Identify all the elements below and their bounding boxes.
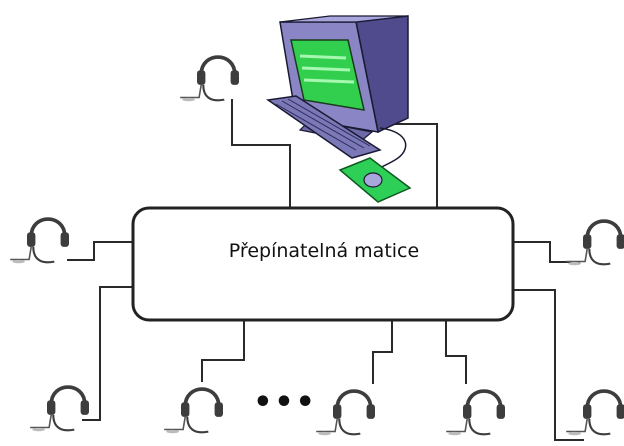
monitor-top bbox=[279, 15, 409, 23]
connector-bottom-right bbox=[513, 289, 584, 441]
keyboard bbox=[265, 95, 382, 159]
switch-matrix-label: Přepínatelná matice bbox=[229, 240, 419, 262]
headset-top-left-icon bbox=[178, 55, 241, 104]
computer-icon bbox=[265, 15, 412, 203]
connector-top-left-headset bbox=[231, 99, 291, 208]
headset-bottom-4-icon bbox=[444, 389, 507, 438]
connector-computer bbox=[390, 123, 438, 208]
mouse bbox=[363, 172, 383, 188]
more-headsets-ellipsis: ••• bbox=[253, 385, 317, 420]
connector-bottom-3 bbox=[372, 320, 393, 384]
connector-left-headset bbox=[67, 241, 134, 261]
headset-right-middle-icon bbox=[564, 219, 624, 268]
switch-matrix-shape bbox=[131, 206, 515, 322]
keyboard-keys bbox=[275, 98, 371, 151]
headset-left-middle-icon bbox=[8, 217, 71, 266]
headset-bottom-1-icon bbox=[28, 385, 91, 434]
switch-matrix-box: Přepínatelná matice bbox=[131, 206, 515, 322]
connector-bottom-4 bbox=[445, 320, 467, 384]
headset-bottom-right-icon bbox=[564, 389, 624, 438]
screen-scanlines bbox=[299, 54, 355, 84]
connector-bottom-2 bbox=[201, 320, 245, 382]
connection-lines bbox=[67, 99, 584, 441]
headset-bottom-2-icon bbox=[162, 387, 225, 436]
connector-bottom-1 bbox=[82, 286, 132, 421]
connector-right-headset bbox=[513, 241, 580, 263]
headset-bottom-3-icon bbox=[314, 389, 377, 438]
